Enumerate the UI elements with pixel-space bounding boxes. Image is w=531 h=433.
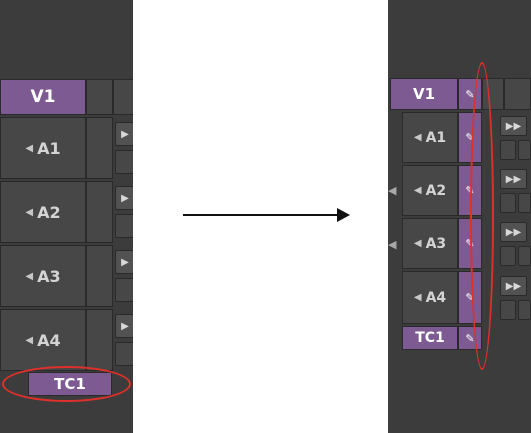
track-label: TC1 — [54, 375, 86, 393]
speaker-icon: ◀ — [413, 132, 422, 143]
track-button[interactable] — [115, 150, 133, 174]
track-button[interactable] — [115, 214, 133, 238]
speaker-icon: ◀ — [413, 292, 422, 303]
transition-arrow-line — [183, 214, 339, 216]
monitor-arrow-icon[interactable]: ▶ — [115, 314, 133, 338]
track-label: TC1 — [415, 330, 445, 346]
speaker-icon: ◀ — [413, 185, 422, 196]
monitor-arrow-icon[interactable]: ▶▶ — [500, 116, 527, 136]
track-button[interactable] — [500, 193, 516, 213]
speaker-stub-icon: ◀ — [388, 238, 397, 251]
track-button[interactable] — [518, 300, 531, 320]
transition-arrow-head-icon — [337, 208, 350, 222]
track-selector-a1[interactable]: ◀ A1 — [0, 117, 86, 179]
edit-pencil-icon[interactable]: ✎ — [458, 112, 482, 163]
track-header-panel-after: ◀ ◀ V1 ✎ ◀ A1 ✎ ▶▶ ◀ A2 ✎ ▶▶ ◀ A3 ✎ ▶▶ — [388, 0, 531, 433]
track-control-cell[interactable] — [86, 245, 113, 307]
speaker-icon: ◀ — [25, 206, 34, 218]
track-label: A2 — [425, 182, 447, 199]
track-button[interactable] — [518, 193, 531, 213]
edit-pencil-icon[interactable]: ✎ — [458, 165, 482, 216]
track-button[interactable] — [500, 140, 516, 160]
track-button[interactable] — [518, 246, 531, 266]
track-selector-v1[interactable]: V1 — [390, 78, 458, 110]
track-selector-a2[interactable]: ◀ A2 — [0, 181, 86, 243]
track-control-cell[interactable] — [482, 78, 504, 110]
track-button[interactable] — [500, 300, 516, 320]
track-header-panel-before: V1 ◀ A1 ▶ ◀ A2 ▶ ◀ A3 ▶ ◀ A4 ▶ TC1 — [0, 0, 133, 433]
monitor-arrow-icon[interactable]: ▶ — [115, 122, 133, 146]
speaker-icon: ◀ — [413, 238, 422, 249]
track-label: A1 — [37, 138, 61, 158]
speaker-stub-icon: ◀ — [388, 184, 397, 197]
speaker-icon: ◀ — [25, 334, 34, 346]
track-button[interactable] — [115, 278, 133, 302]
track-control-cell[interactable] — [86, 309, 113, 371]
track-button[interactable] — [115, 342, 133, 366]
track-label: A1 — [425, 129, 447, 146]
track-control-cell[interactable] — [86, 79, 113, 115]
edit-pencil-icon[interactable]: ✎ — [458, 218, 482, 269]
track-button[interactable] — [500, 246, 516, 266]
track-control-cell[interactable] — [86, 181, 113, 243]
track-selector-v1[interactable]: V1 — [0, 79, 86, 115]
monitor-arrow-icon[interactable]: ▶▶ — [500, 276, 527, 296]
edit-pencil-icon[interactable]: ✎ — [458, 326, 482, 350]
speaker-icon: ◀ — [25, 270, 34, 282]
speaker-icon: ◀ — [25, 142, 34, 154]
track-selector-a3[interactable]: ◀ A3 — [0, 245, 86, 307]
track-label: V1 — [412, 85, 436, 103]
track-selector-a1[interactable]: ◀ A1 — [402, 112, 458, 163]
track-control-cell[interactable] — [504, 78, 531, 110]
track-selector-tc1[interactable]: TC1 — [28, 372, 112, 396]
track-label: A3 — [425, 235, 447, 252]
track-selector-tc1[interactable]: TC1 — [402, 326, 458, 350]
track-label: A2 — [37, 202, 61, 222]
monitor-arrow-icon[interactable]: ▶▶ — [500, 169, 527, 189]
monitor-arrow-icon[interactable]: ▶▶ — [500, 222, 527, 242]
track-control-cell[interactable] — [86, 117, 113, 179]
monitor-arrow-icon[interactable]: ▶ — [115, 186, 133, 210]
track-control-cell[interactable] — [113, 79, 133, 115]
edit-pencil-icon[interactable]: ✎ — [458, 271, 482, 324]
track-selector-a3[interactable]: ◀ A3 — [402, 218, 458, 269]
track-label: A4 — [425, 289, 447, 306]
track-button[interactable] — [518, 140, 531, 160]
track-label: A3 — [37, 266, 61, 286]
monitor-arrow-icon[interactable]: ▶ — [115, 250, 133, 274]
track-selector-a2[interactable]: ◀ A2 — [402, 165, 458, 216]
track-selector-a4[interactable]: ◀ A4 — [402, 271, 458, 324]
edit-pencil-icon[interactable]: ✎ — [458, 78, 482, 110]
track-selector-a4[interactable]: ◀ A4 — [0, 309, 86, 371]
track-label: A4 — [37, 330, 61, 350]
track-label: V1 — [30, 87, 56, 107]
